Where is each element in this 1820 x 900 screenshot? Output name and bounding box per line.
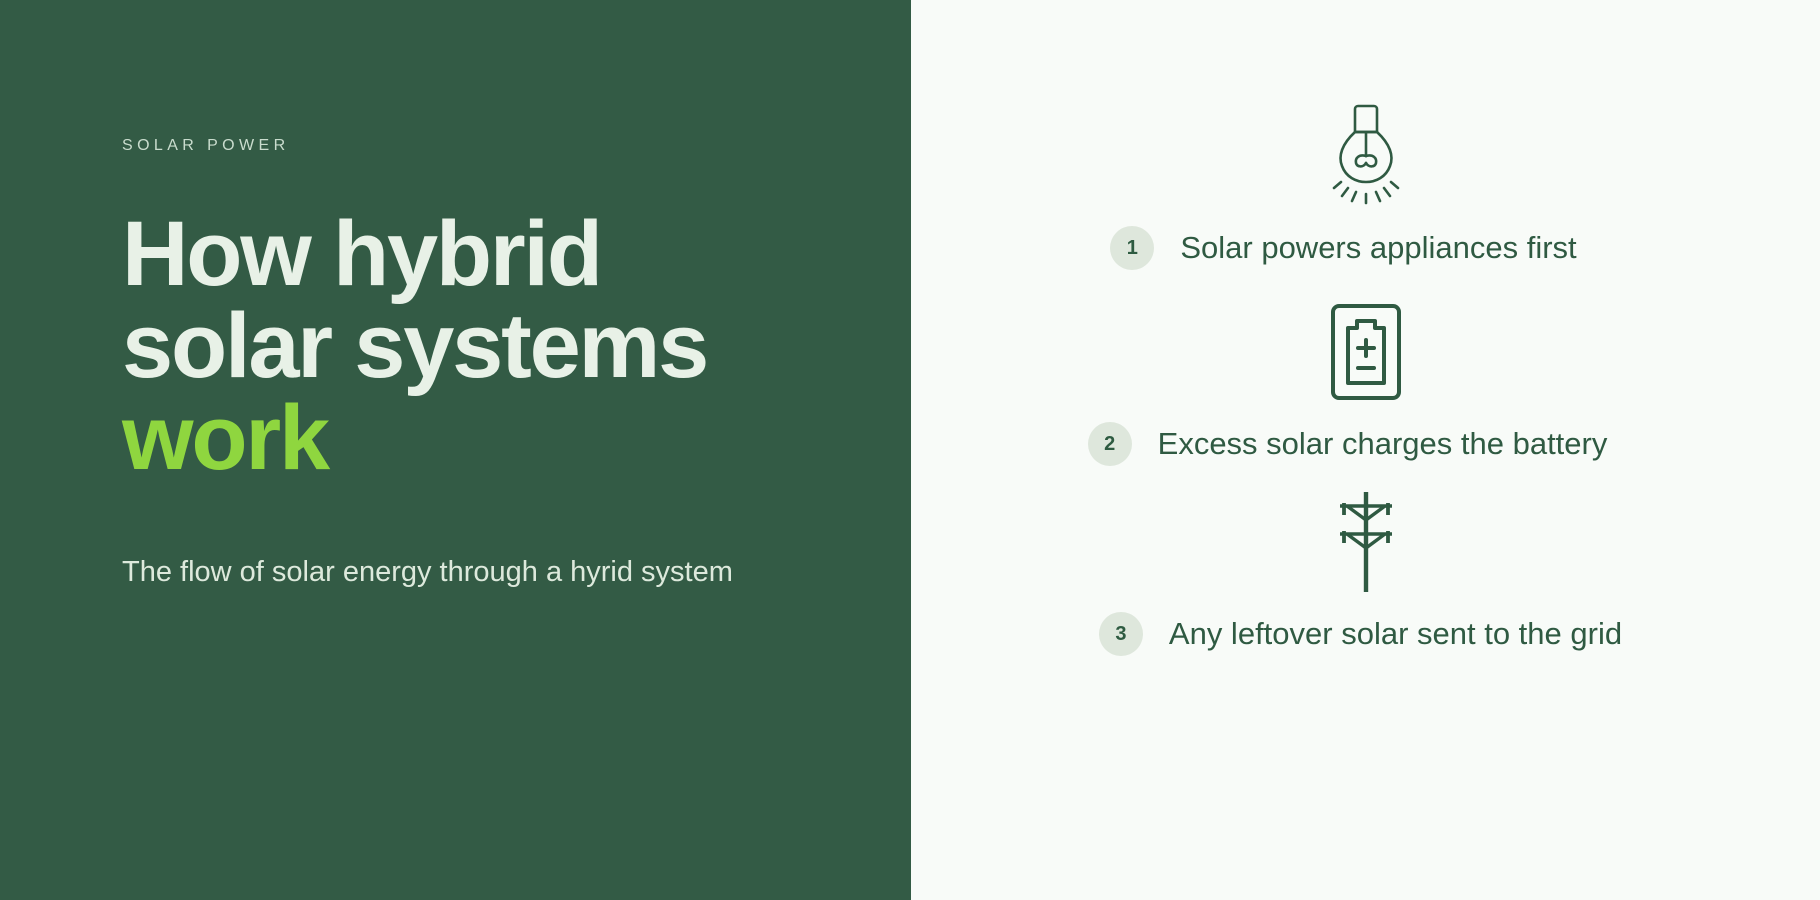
battery-icon xyxy=(1327,300,1405,404)
power-pole-icon xyxy=(1327,490,1405,594)
subtitle: The flow of solar energy through a hyrid… xyxy=(122,556,733,588)
page-title: How hybrid solar systems work xyxy=(122,208,852,484)
right-panel: 1 Solar powers appliances first xyxy=(911,0,1820,900)
list-item: 3 Any leftover solar sent to the grid xyxy=(971,490,1760,656)
list-item: 2 Excess solar charges the battery xyxy=(971,300,1760,466)
list-item-label: Solar powers appliances first xyxy=(1180,230,1577,266)
step-row: 3 Any leftover solar sent to the grid xyxy=(1098,612,1623,656)
headline-line-1: How hybrid xyxy=(122,203,603,305)
status-badge: 3 xyxy=(1098,612,1143,656)
list-item-label: Excess solar charges the battery xyxy=(1157,426,1608,462)
steps-list: 1 Solar powers appliances first xyxy=(971,96,1760,656)
step-row: 2 Excess solar charges the battery xyxy=(1087,422,1608,466)
list-item-label: Any leftover solar sent to the grid xyxy=(1168,616,1623,652)
status-badge: 1 xyxy=(1110,226,1155,270)
eyebrow-label: SOLAR POWER xyxy=(122,137,290,154)
status-badge: 2 xyxy=(1087,422,1132,466)
headline-accent-word: work xyxy=(122,387,330,489)
list-item: 1 Solar powers appliances first xyxy=(971,96,1760,270)
headline-line-2: solar systems xyxy=(122,295,709,397)
step-row: 1 Solar powers appliances first xyxy=(1110,226,1577,270)
left-panel: SOLAR POWER How hybrid solar systems wor… xyxy=(0,0,911,900)
lightbulb-icon xyxy=(1318,96,1414,208)
